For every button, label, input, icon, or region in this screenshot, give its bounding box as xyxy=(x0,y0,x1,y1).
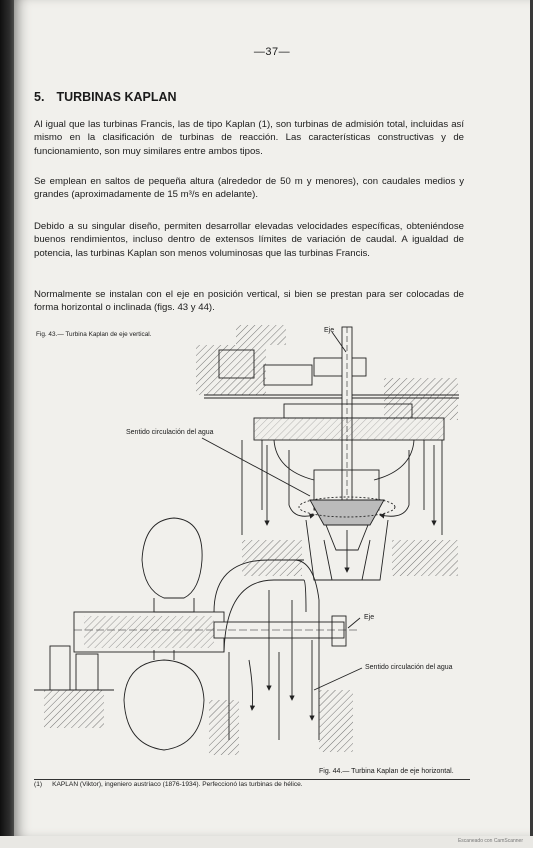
figure-43-shaft-label: Eje xyxy=(324,327,335,334)
figure-43-caption: Fig. 43.— Turbina Kaplan de eje vertical… xyxy=(36,331,152,338)
figure-44-caption: Fig. 44.— Turbina Kaplan de eje horizont… xyxy=(319,768,454,775)
figure-43-flow-label: Sentido circulación del agua xyxy=(126,429,214,436)
footnote-mark: (1) xyxy=(34,781,43,788)
figure-44-flow-label: Sentido circulación del agua xyxy=(365,664,453,671)
section-heading: 5. TURBINAS KAPLAN xyxy=(34,90,177,104)
footnote: (1) KAPLAN (Viktor), ingeniero austríaco … xyxy=(34,781,303,788)
section-title: TURBINAS KAPLAN xyxy=(56,90,177,104)
paragraph-4: Normalmente se instalan con el eje en po… xyxy=(34,289,464,314)
figure-44-shaft-label: Eje xyxy=(364,614,375,621)
figure-43-vertical-kaplan xyxy=(196,325,459,581)
page-number: —37— xyxy=(253,46,291,58)
section-number: 5. xyxy=(34,90,45,104)
paragraph-2: Se emplean en saltos de pequeña altura (… xyxy=(34,176,464,201)
paragraph-1: Al igual que las turbinas Francis, las d… xyxy=(34,119,464,157)
document-page: —37— 5. TURBINAS KAPLAN Al igual que las … xyxy=(14,0,530,836)
turbine-technical-drawings xyxy=(34,325,459,755)
scanner-watermark: Escaneado con CamScanner xyxy=(457,838,523,844)
figure-44-horizontal-kaplan xyxy=(34,517,363,755)
book-spine-shadow xyxy=(0,0,16,848)
page-bottom-margin xyxy=(0,836,533,848)
footnote-divider xyxy=(34,779,470,780)
paragraph-3: Debido a su singular diseño, permiten de… xyxy=(34,221,464,259)
footnote-text: KAPLAN (Viktor), ingeniero austríaco (18… xyxy=(52,781,303,788)
